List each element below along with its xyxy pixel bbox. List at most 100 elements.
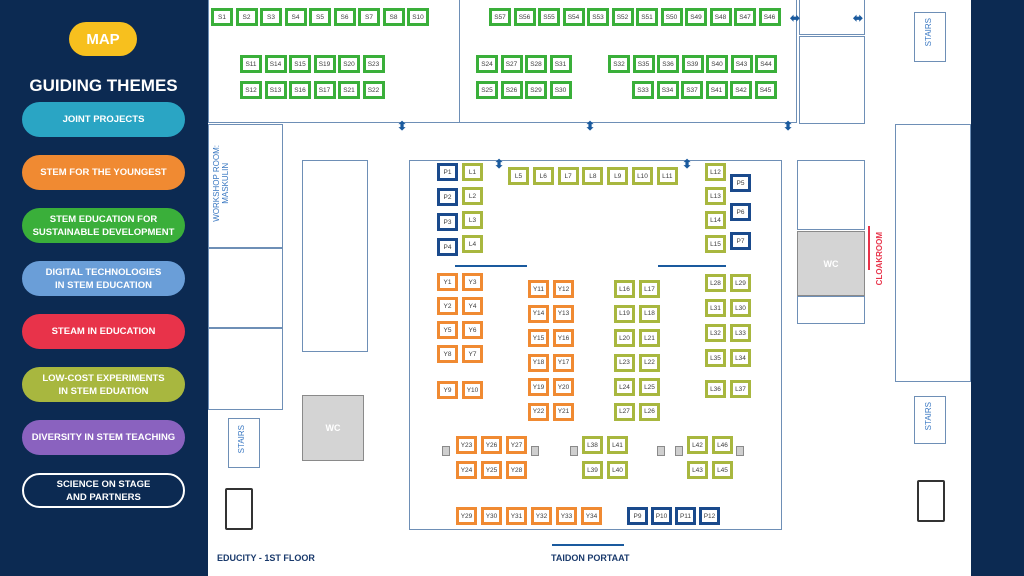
stairs-label-left: STAIRS bbox=[237, 425, 246, 454]
workshop-room bbox=[208, 124, 283, 248]
stand-S51: S51 bbox=[636, 8, 658, 26]
stand-P10: P10 bbox=[651, 507, 672, 525]
stand-S33: S33 bbox=[632, 81, 654, 99]
stand-L24: L24 bbox=[614, 378, 635, 396]
connector bbox=[442, 446, 450, 456]
wc-right: WC bbox=[797, 231, 865, 296]
stand-Y9: Y9 bbox=[437, 381, 458, 399]
stand-Y27: Y27 bbox=[506, 436, 527, 454]
theme-pill[interactable]: SCIENCE ON STAGE AND PARTNERS bbox=[22, 473, 185, 508]
stand-S11: S11 bbox=[240, 55, 262, 73]
stand-S49: S49 bbox=[685, 8, 707, 26]
stand-Y22: Y22 bbox=[528, 402, 549, 421]
stairs-label-top: STAIRS bbox=[924, 18, 933, 47]
stand-L41: L41 bbox=[607, 436, 628, 454]
map-badge: MAP bbox=[69, 22, 137, 56]
stand-S17: S17 bbox=[313, 81, 336, 99]
stand-Y8: Y8 bbox=[437, 345, 458, 363]
stand-L3: L3 bbox=[462, 211, 483, 229]
stand-L10: L10 bbox=[632, 167, 653, 185]
stand-L12: L12 bbox=[705, 163, 726, 181]
stand-L36: L36 bbox=[705, 380, 726, 398]
stand-S34: S34 bbox=[656, 81, 679, 99]
stand-L33: L33 bbox=[730, 324, 751, 342]
stand-L35: L35 bbox=[705, 349, 726, 367]
stand-L20: L20 bbox=[614, 329, 635, 347]
connector bbox=[736, 446, 744, 456]
stand-Y15: Y15 bbox=[528, 329, 549, 347]
stand-S36: S36 bbox=[657, 55, 679, 73]
connector bbox=[657, 446, 665, 456]
double-arrow-icon: ⬌ bbox=[790, 11, 801, 25]
stand-P12: P12 bbox=[699, 507, 720, 525]
stand-S20: S20 bbox=[338, 55, 360, 73]
connector bbox=[675, 446, 683, 456]
stand-Y11: Y11 bbox=[528, 280, 549, 298]
stand-P11: P11 bbox=[675, 507, 696, 525]
stand-S35: S35 bbox=[632, 55, 655, 73]
stand-L43: L43 bbox=[687, 461, 708, 479]
stand-S45: S45 bbox=[754, 81, 777, 99]
stand-Y13: Y13 bbox=[553, 304, 574, 323]
elevator-icon bbox=[225, 488, 253, 530]
stand-L37: L37 bbox=[730, 380, 751, 398]
theme-pill[interactable]: DIVERSITY IN STEM TEACHING bbox=[22, 420, 185, 455]
stand-S44: S44 bbox=[755, 55, 777, 73]
stand-Y17: Y17 bbox=[553, 353, 574, 372]
stand-S47: S47 bbox=[734, 8, 756, 26]
stand-L19: L19 bbox=[614, 304, 635, 323]
stand-L25: L25 bbox=[639, 378, 660, 396]
stand-S7: S7 bbox=[358, 8, 380, 26]
stand-S8: S8 bbox=[382, 8, 405, 26]
stand-L8: L8 bbox=[582, 167, 604, 185]
theme-pill[interactable]: STEM EDUCATION FOR SUSTAINABLE DEVELOPME… bbox=[22, 208, 185, 243]
stand-S6: S6 bbox=[333, 8, 356, 26]
stand-L1: L1 bbox=[462, 163, 483, 181]
stairs-box-right bbox=[914, 396, 946, 444]
stand-P5: P5 bbox=[730, 174, 751, 192]
right-room-2 bbox=[797, 296, 865, 324]
stand-L16: L16 bbox=[614, 280, 635, 298]
stand-L11: L11 bbox=[656, 167, 678, 185]
stand-Y31: Y31 bbox=[506, 507, 527, 525]
stand-S52: S52 bbox=[611, 8, 634, 26]
stand-L30: L30 bbox=[730, 299, 751, 317]
stand-Y16: Y16 bbox=[553, 329, 574, 347]
stand-P3: P3 bbox=[437, 213, 458, 231]
theme-pill[interactable]: STEM FOR THE YOUNGEST bbox=[22, 155, 185, 190]
stand-Y2: Y2 bbox=[437, 297, 458, 315]
stand-S29: S29 bbox=[525, 81, 547, 99]
stand-L46: L46 bbox=[712, 436, 733, 454]
stairs-box-left bbox=[228, 418, 260, 468]
stand-P7: P7 bbox=[730, 232, 751, 250]
stand-L18: L18 bbox=[639, 304, 660, 323]
stand-L17: L17 bbox=[639, 280, 660, 298]
stand-P9: P9 bbox=[627, 507, 648, 525]
stand-L22: L22 bbox=[639, 353, 660, 372]
stand-S54: S54 bbox=[562, 8, 585, 26]
wc-left: WC bbox=[302, 395, 364, 461]
stand-Y25: Y25 bbox=[481, 461, 502, 479]
stand-S50: S50 bbox=[660, 8, 683, 26]
stand-S26: S26 bbox=[500, 81, 523, 99]
stand-Y29: Y29 bbox=[456, 507, 477, 525]
guiding-themes-title: GUIDING THEMES bbox=[29, 76, 178, 95]
theme-pill[interactable]: JOINT PROJECTS bbox=[22, 102, 185, 137]
stand-L40: L40 bbox=[607, 461, 628, 479]
stand-Y7: Y7 bbox=[462, 345, 483, 363]
stand-L28: L28 bbox=[705, 274, 726, 292]
sidebar: MAP GUIDING THEMES JOINT PROJECTS STEM FO… bbox=[0, 0, 207, 576]
stand-S2: S2 bbox=[235, 8, 258, 26]
theme-pill[interactable]: STEAM IN EDUCATION bbox=[22, 314, 185, 349]
stand-L13: L13 bbox=[705, 187, 726, 205]
stand-S40: S40 bbox=[706, 55, 728, 73]
stand-Y21: Y21 bbox=[553, 402, 574, 421]
theme-pill[interactable]: LOW-COST EXPERIMENTS IN STEM EDUATION bbox=[22, 367, 185, 402]
stand-S14: S14 bbox=[264, 55, 287, 73]
stand-P2: P2 bbox=[437, 188, 458, 206]
theme-pill[interactable]: DIGITAL TECHNOLOGIES IN STEM EDUCATION bbox=[22, 261, 185, 296]
side-block bbox=[302, 160, 368, 352]
stand-S22: S22 bbox=[362, 81, 385, 99]
stand-L34: L34 bbox=[730, 349, 751, 367]
